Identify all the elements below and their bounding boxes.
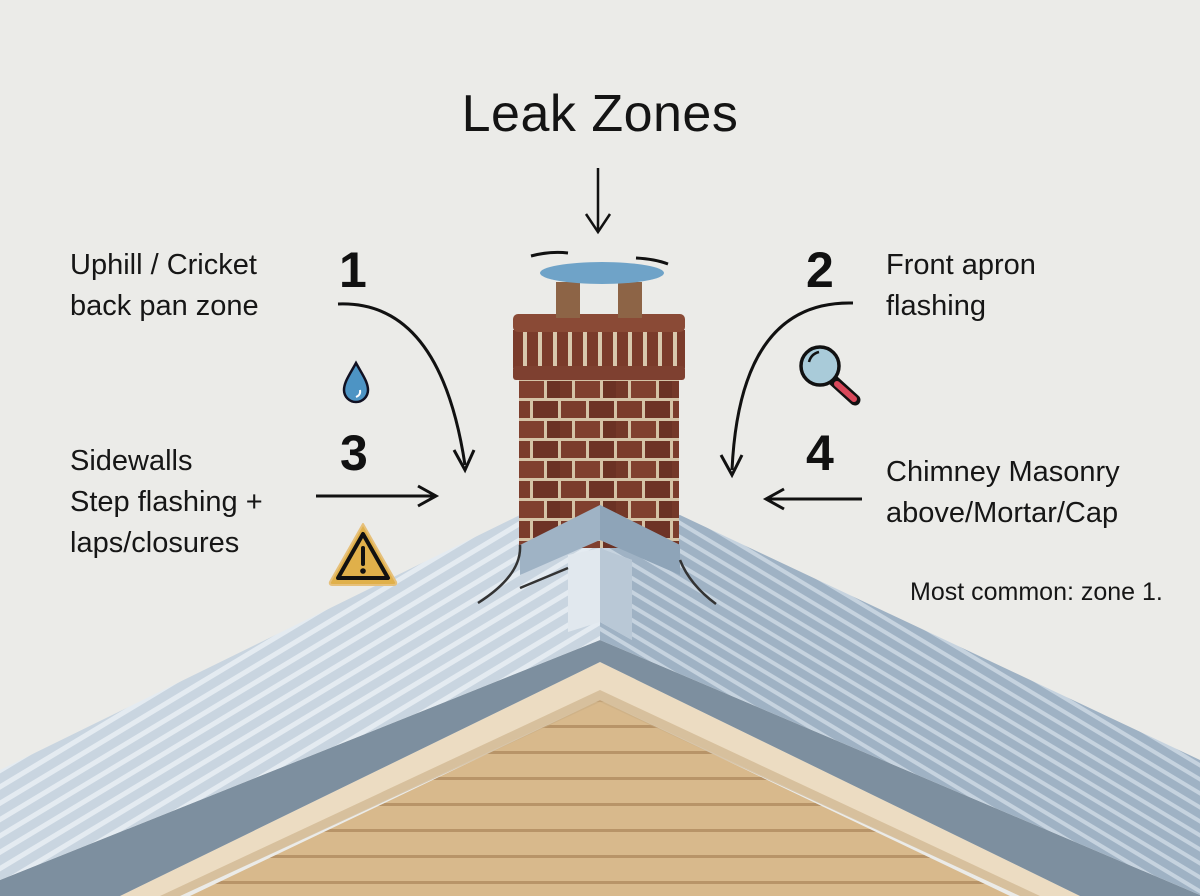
zone-4-line-1: Chimney Masonry bbox=[886, 456, 1120, 488]
zone-3-line-1: Sidewalls bbox=[70, 445, 193, 477]
zone-1-label: Uphill / Cricket back pan zone bbox=[70, 245, 259, 327]
zone-4-line-2: above/Mortar/Cap bbox=[886, 497, 1119, 529]
magnifier-icon bbox=[799, 345, 861, 406]
zone-1-line-1: Uphill / Cricket bbox=[70, 249, 257, 281]
zone-1-number: 1 bbox=[339, 242, 367, 298]
zone-3-line-3: laps/closures bbox=[70, 527, 240, 559]
zone-3-label: Sidewalls Step flashing + laps/closures bbox=[70, 441, 263, 564]
zone-3-line-2: Step flashing + bbox=[70, 486, 263, 518]
zone-2-line-1: Front apron bbox=[886, 249, 1036, 281]
zone-3-number: 3 bbox=[340, 425, 368, 481]
most-common-note: Most common: zone 1. bbox=[910, 578, 1163, 606]
zone-4-label: Chimney Masonry above/Mortar/Cap bbox=[886, 452, 1120, 534]
zone-1-line-2: back pan zone bbox=[70, 290, 259, 322]
page-title: Leak Zones bbox=[461, 85, 739, 143]
water-drop-icon bbox=[342, 360, 370, 404]
zone-4-number: 4 bbox=[806, 425, 834, 481]
zone-2-number: 2 bbox=[806, 242, 834, 298]
zone-2-label: Front apron flashing bbox=[886, 245, 1036, 327]
zone-2-line-2: flashing bbox=[886, 290, 986, 322]
warning-icon bbox=[328, 523, 398, 586]
